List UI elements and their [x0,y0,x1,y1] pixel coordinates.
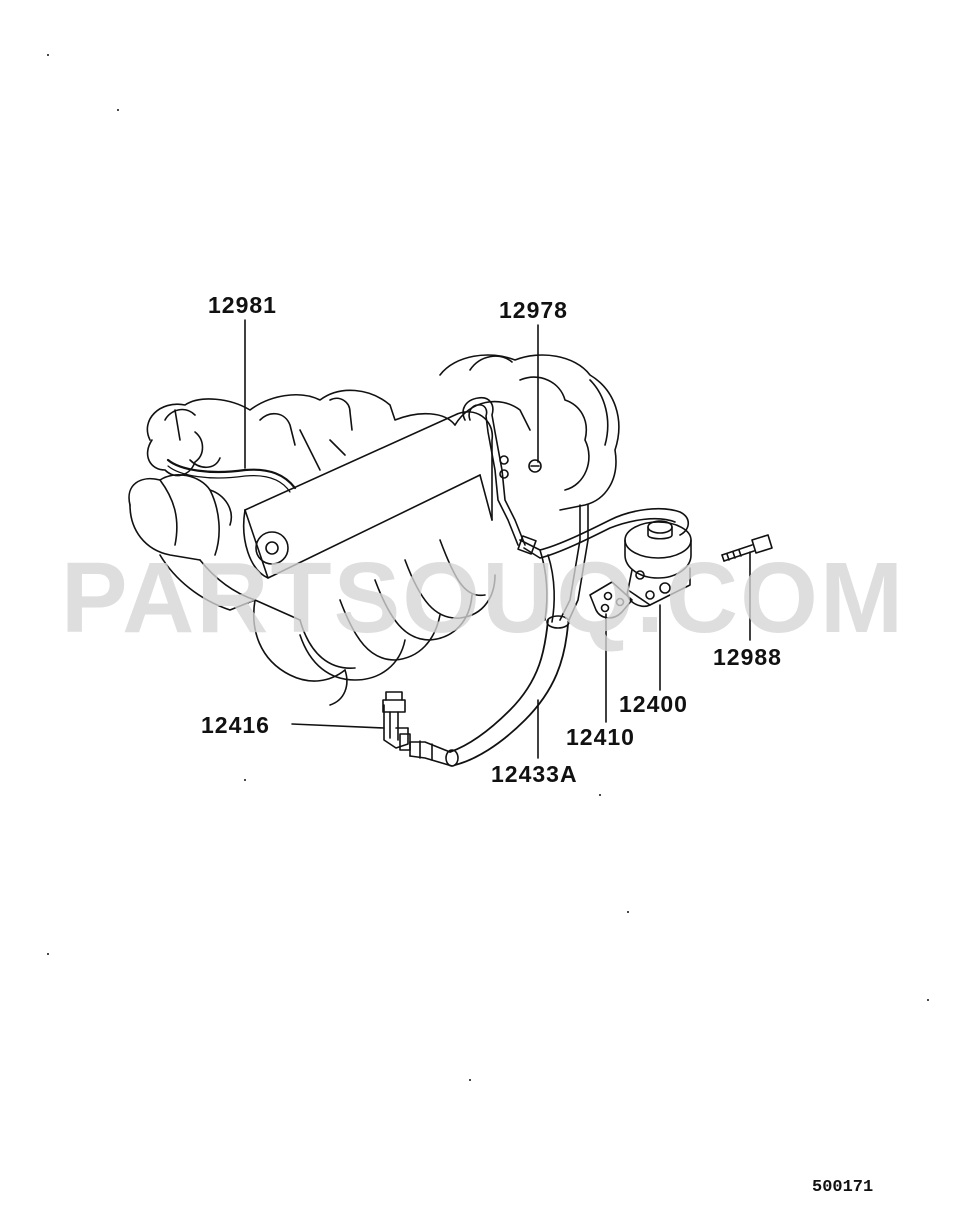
hose-12981 [166,458,297,493]
gasket-12410 [589,581,633,619]
intake-manifold [128,354,620,706]
callout-12978: 12978 [499,297,568,323]
callout-12433A: 12433A [491,761,578,787]
vacuum-pipe [462,396,542,546]
leader-12416 [291,723,385,729]
egr-valve-12400 [624,520,692,608]
bolt-12988 [721,534,773,562]
callout-12988: 12988 [713,644,782,670]
callout-12981: 12981 [208,292,277,318]
callout-12400: 12400 [619,691,688,717]
scan-specks [47,54,929,1081]
callout-12416: 12416 [201,712,270,738]
fitting-12416 [382,691,411,751]
leader-lines [244,319,751,759]
callout-12410: 12410 [566,724,635,750]
watermark: PARTSOUQ.COM [60,542,906,654]
diagram-id: 500171 [812,1178,874,1197]
hose-12433A [409,615,570,767]
